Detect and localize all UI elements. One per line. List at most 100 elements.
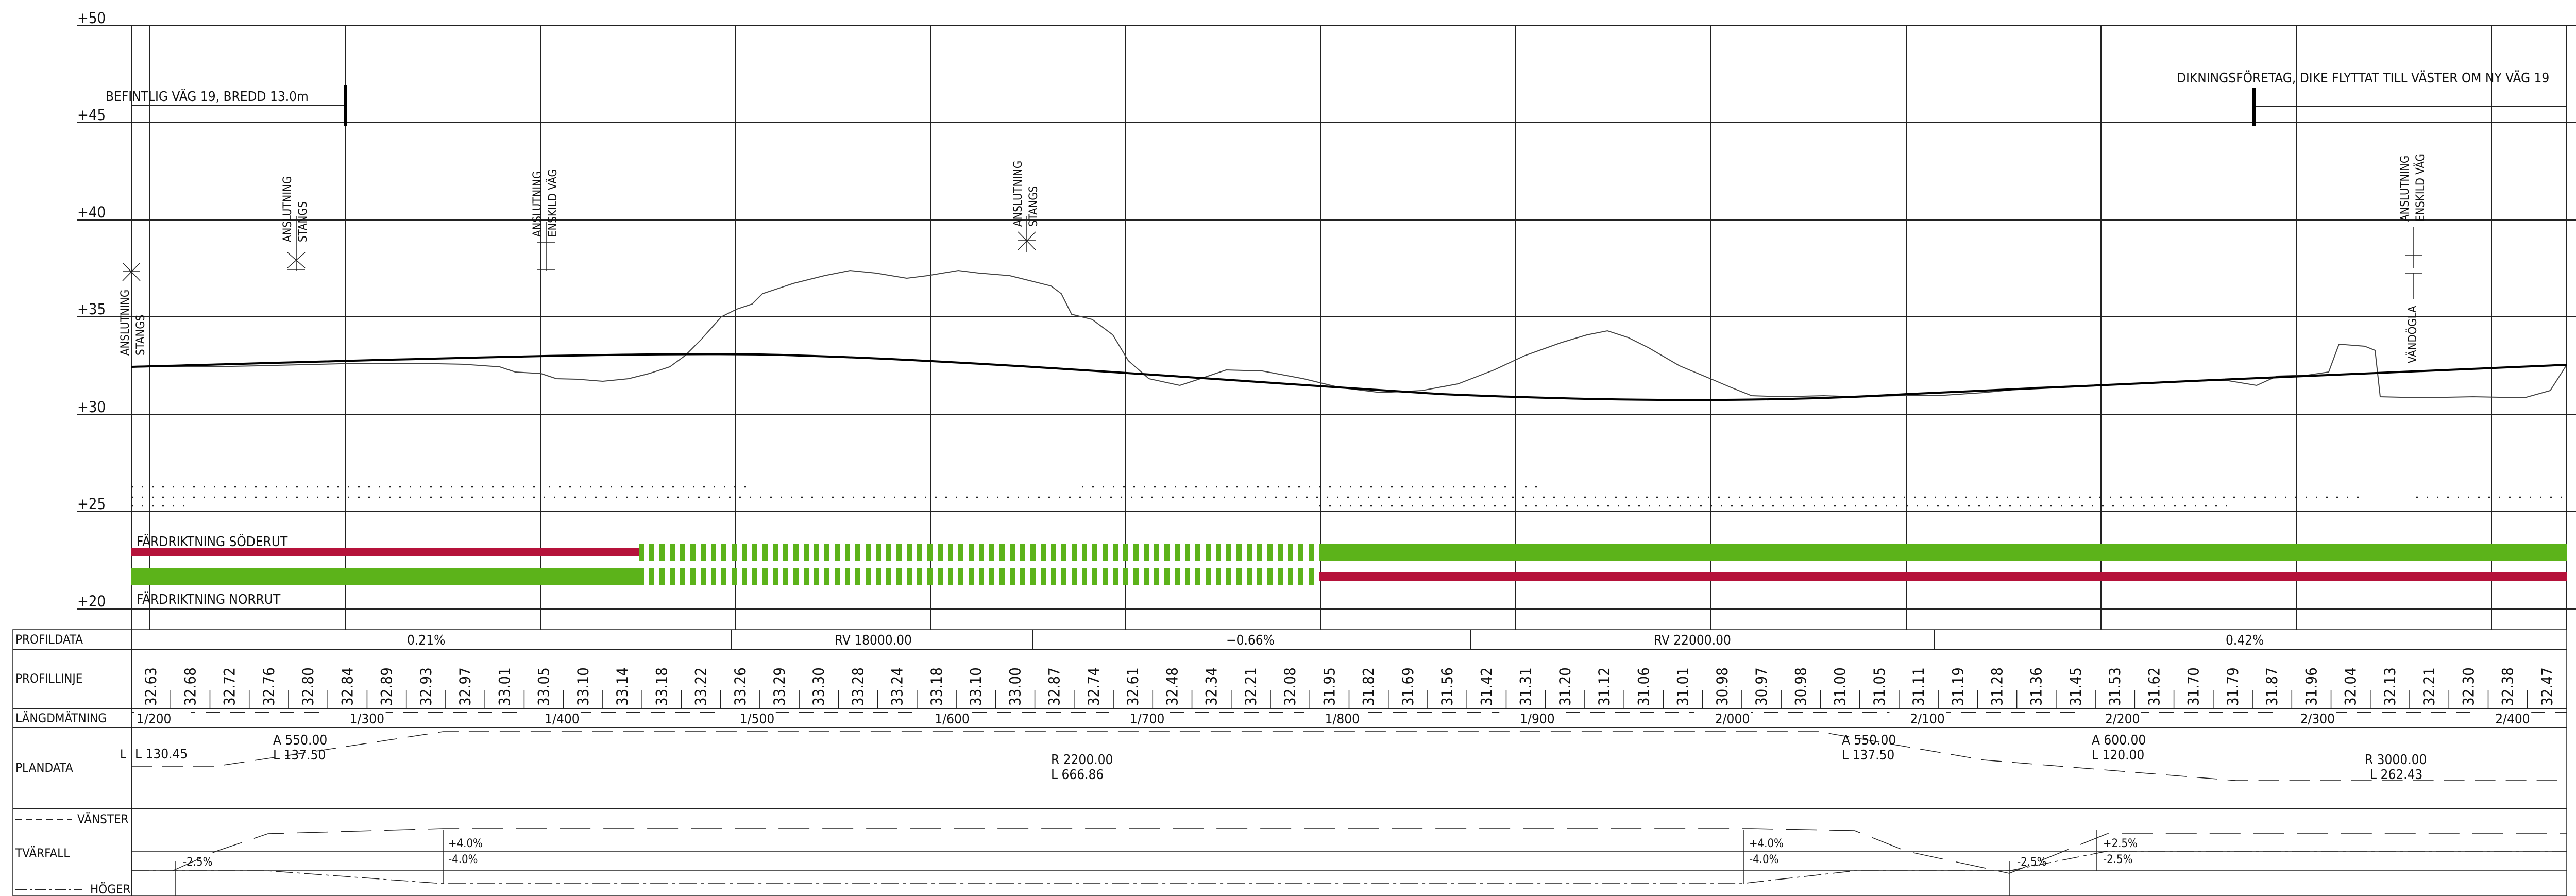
profillinje-value: 31.96	[2302, 667, 2320, 706]
tvarfall-b-top: +4.0%	[448, 837, 483, 850]
connection-label-1b: STANGS	[134, 315, 147, 356]
profillinje-value: 33.29	[771, 667, 788, 706]
top-left-annotation: BEFINTLIG VÄG 19, BREDD 13.0m	[106, 85, 347, 126]
elev-label-50: +50	[77, 9, 106, 27]
station-label-bg	[2279, 710, 2336, 725]
station-label: 2/200	[2105, 712, 2140, 727]
elev-label-45: +45	[77, 106, 106, 124]
connection-label-3b: ENSKILD VÄG	[546, 169, 560, 237]
profillinje-value: 33.24	[889, 667, 906, 706]
profillinje-value: 31.69	[1399, 667, 1417, 706]
plandata-l5: L 262.43	[2370, 767, 2422, 783]
tvarfall-c-bot: -4.0%	[1749, 853, 1778, 866]
station-label-bg	[2084, 710, 2141, 725]
profillinje-value: 32.30	[2460, 667, 2477, 706]
plandata-l-start: L 130.45	[135, 747, 188, 762]
drainage-note-label: DIKNINGSFÖRETAG, DIKE FLYTTAT TILL VÄSTE…	[2177, 70, 2549, 86]
elevation-grid	[77, 25, 2576, 610]
profildata-grade-1: 0.21%	[407, 633, 445, 648]
profillinje-value: 32.72	[221, 667, 239, 706]
station-label: 1/200	[137, 712, 171, 727]
elevation-axis-left: +50 +45 +40 +35 +30 +25 +20	[77, 9, 106, 610]
plandata-l4: L 120.00	[2092, 748, 2144, 763]
profillinje-value: 31.87	[2263, 667, 2281, 706]
station-label: 1/500	[740, 712, 774, 727]
plandata-a3: A 600.00	[2092, 733, 2146, 748]
station-label-bg	[1694, 710, 1751, 725]
elev-label-35: +35	[77, 300, 106, 318]
profillinje-value: 31.95	[1320, 667, 1338, 706]
north-green-bar	[131, 568, 639, 585]
profillinje-value: 33.14	[614, 667, 631, 706]
station-label: 1/900	[1520, 712, 1554, 727]
profillinje-value: 31.45	[2067, 667, 2084, 706]
profillinje-value: 32.47	[2538, 667, 2556, 706]
direction-south-label: FÄRDRIKTNING SÖDERUT	[137, 533, 288, 550]
south-red-bar	[131, 548, 639, 556]
station-label: 1/800	[1325, 712, 1360, 727]
profillinje-value: 31.01	[1674, 667, 1692, 706]
tvarfall-a-left: -2.5%	[183, 856, 212, 869]
profillinje-value: 30.97	[1753, 667, 1770, 706]
plandata-r1: R 2200.00	[1051, 752, 1113, 768]
connection-label-2b: STANGS	[297, 201, 310, 242]
profillinje-value: 33.18	[928, 667, 945, 706]
north-green-transition	[639, 568, 1319, 585]
profillinje-value: 33.05	[535, 667, 553, 706]
profillinje-value: 32.08	[1281, 667, 1299, 706]
south-green-transition	[639, 544, 1319, 561]
profillinje-value: 31.56	[1438, 667, 1456, 706]
design-profile-line	[131, 353, 2567, 401]
row-header-plandata: PLANDATA	[15, 760, 73, 775]
connection-labels: ANSLUTNING STANGS ANSLUTNING STANGS ANSL…	[119, 154, 2427, 363]
profildata-curve-2: RV 22000.00	[1654, 633, 1731, 648]
station-label: 2/000	[1715, 712, 1750, 727]
elev-label-40: +40	[77, 204, 106, 221]
profildata-grade-2: −0.66%	[1226, 633, 1275, 648]
station-label-bg	[524, 710, 581, 725]
elev-label-30: +30	[77, 398, 106, 416]
station-label-bg	[329, 710, 386, 725]
profillinje-value: 33.10	[574, 667, 592, 706]
connection-label-4b: STANGS	[1027, 186, 1040, 227]
profillinje-value: 33.22	[692, 667, 710, 706]
tvarfall-e-bot: -2.5%	[2103, 853, 2132, 866]
profillinje-value: 32.13	[2381, 667, 2399, 706]
connection-label-1a: ANSLUTNING	[119, 290, 132, 356]
plandata-l3: L 137.50	[1842, 748, 1894, 763]
profillinje-value: 31.20	[1556, 667, 1574, 706]
profillinje-value: 33.28	[849, 667, 867, 706]
row-header-hoger: HÖGER	[90, 882, 131, 896]
profillinje-value: 32.34	[1203, 667, 1221, 706]
station-label: 1/400	[545, 712, 579, 727]
profillinje-value: 31.12	[1596, 667, 1613, 706]
profillinje-value: 31.28	[1988, 667, 2006, 706]
data-table: PROFILDATA PROFILLINJE LÄNGDMÄTNING PLAN…	[12, 629, 2567, 896]
station-label-bg	[1109, 710, 1166, 725]
profillinje-value: 32.84	[338, 667, 356, 706]
station-label-bg	[134, 710, 191, 725]
travel-direction-bars: FÄRDRIKTNING SÖDERUT FÄRDRIKTNING NORRUT	[131, 533, 2567, 607]
station-label: 1/300	[350, 712, 384, 727]
plandata-a2: A 550.00	[1842, 733, 1896, 748]
profillinje-value: 32.04	[2342, 667, 2360, 706]
south-green-bar	[1319, 544, 2567, 561]
station-label-bg	[1304, 710, 1361, 725]
profillinje-value: 31.31	[1517, 667, 1535, 706]
station-label-bg	[914, 710, 971, 725]
profillinje-value: 31.62	[2145, 667, 2163, 706]
plandata-r2: R 3000.00	[2365, 752, 2427, 768]
profillinje-value: 32.21	[2420, 667, 2438, 706]
station-grid	[131, 26, 2567, 630]
utility-lines	[131, 486, 2567, 507]
profillinje-value: 30.98	[1792, 667, 1809, 706]
station-label: 2/400	[2495, 712, 2530, 727]
station-label-bg	[1499, 710, 1556, 725]
station-label-bg	[719, 710, 776, 725]
station-label: 2/300	[2300, 712, 2335, 727]
profillinje-value: 31.36	[2028, 667, 2045, 706]
plandata-l-marker: L	[120, 747, 126, 762]
existing-ground-line	[131, 269, 2567, 399]
profillinje-value: 33.18	[653, 667, 670, 706]
